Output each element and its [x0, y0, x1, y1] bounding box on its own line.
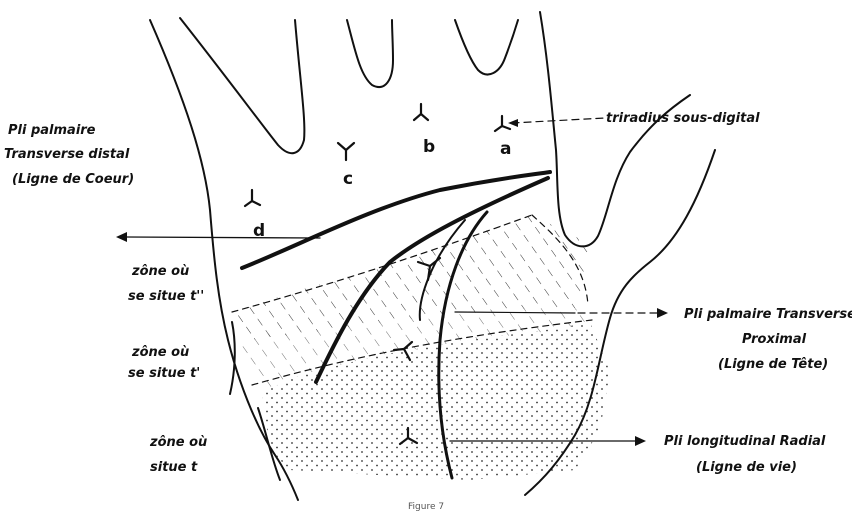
proximal-crease-label-1: Pli palmaire Transverse — [684, 307, 852, 322]
middle-finger-outline — [455, 20, 518, 74]
triradius-d-icon — [245, 190, 260, 206]
triradius-note-label: triradius sous-digital — [606, 111, 760, 126]
index-finger-outline — [540, 12, 690, 246]
figure-caption: Figure 7 — [408, 502, 444, 512]
zone-t2-label-1: zône où — [131, 264, 189, 279]
distal-crease-label-3: (Ligne de Coeur) — [12, 172, 134, 187]
distal-pointer-arrow — [116, 232, 127, 242]
zone-t-label-2: situe t — [150, 460, 198, 475]
little-finger-outline — [180, 18, 304, 153]
zone-t1-label-2: se situe t' — [128, 366, 200, 381]
triradius-pointer-line — [512, 118, 605, 123]
triradius-b-icon — [414, 104, 428, 120]
triradius-pointer-arrow — [508, 119, 518, 127]
triradius-letter-d: d — [253, 221, 265, 241]
proximal-pointer-arrow — [657, 308, 668, 318]
zone-t1-label-1: zône où — [131, 345, 189, 360]
triradius-letter-b: b — [423, 137, 435, 157]
zone-t2-label-2: se situe t'' — [128, 289, 204, 304]
proximal-crease-label-2: Proximal — [742, 332, 807, 347]
proximal-crease-label-3: (Ligne de Tête) — [718, 357, 828, 372]
distal-crease-label-2: Transverse distal — [4, 147, 130, 162]
triradius-c-icon — [338, 143, 354, 160]
radial-pointer-arrow — [635, 436, 646, 446]
distal-pointer-line — [122, 237, 320, 238]
triradius-letter-c: c — [343, 169, 353, 189]
radial-crease-label-1: Pli longitudinal Radial — [664, 434, 826, 449]
distal-crease-label-1: Pli palmaire — [8, 123, 96, 138]
triradius-letter-a: a — [500, 139, 511, 159]
triradius-a-icon — [495, 116, 510, 131]
zone-t-label-1: zône où — [149, 435, 207, 450]
ring-finger-outline — [347, 20, 393, 87]
radial-crease-label-2: (Ligne de vie) — [696, 460, 797, 475]
